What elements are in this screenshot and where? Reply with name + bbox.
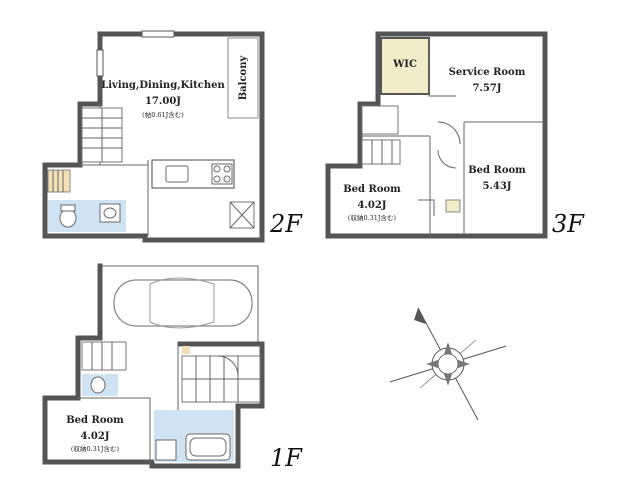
ldk-note: (帖0.61J含む) (142, 110, 184, 119)
stairs-2f (81, 107, 123, 163)
sink-icon (155, 439, 177, 461)
floor-2f: Living,Dining,Kitchen 17.00J (帖0.61J含む) … (42, 30, 303, 243)
stove-icon (211, 163, 233, 185)
wic-label: WIC (392, 59, 417, 70)
toilet-icon (59, 204, 77, 228)
storage-shelf (47, 169, 71, 193)
floor-2f-label: 2F (269, 210, 303, 238)
balcony (227, 37, 259, 119)
floor-1f: Bed Room 4.02J (収納0.31J含む) 1F (42, 263, 303, 472)
stairs-1f (81, 341, 261, 403)
service-room-area: 7.57J (472, 83, 501, 94)
floor-3f-label: 3F (552, 210, 585, 238)
sink-icon (165, 165, 189, 183)
floor-3f: WIC Service Room 7.57J Bed Room 5.43J Be… (325, 31, 585, 239)
bed-room-1f-name: Bed Room (66, 415, 124, 426)
balcony-label: Balcony (238, 55, 249, 101)
bed-room-b-name: Bed Room (343, 184, 401, 195)
service-room-name: Service Room (449, 67, 526, 78)
bed-room-a-area: 5.43J (482, 181, 511, 192)
ldk-name: Living,Dining,Kitchen (101, 80, 225, 91)
kitchen-counter (151, 159, 235, 189)
bed-room-b-note: (収納0.31J含む) (348, 213, 397, 222)
bed-room-1f-note: (収納0.31J含む) (71, 444, 120, 453)
car-icon (113, 277, 253, 329)
sink-icon (99, 203, 121, 223)
toilet-icon (90, 376, 106, 394)
bed-room-b-area: 4.02J (357, 200, 386, 211)
stairs-3f (361, 105, 401, 165)
north-compass-icon (389, 307, 507, 421)
bed-room-a-name: Bed Room (468, 165, 526, 176)
ldk-area: 17.00J (145, 96, 181, 107)
bed-room-1f-area: 4.02J (80, 431, 109, 442)
floor-1f-label: 1F (270, 444, 303, 472)
bathtub-icon (185, 433, 231, 461)
